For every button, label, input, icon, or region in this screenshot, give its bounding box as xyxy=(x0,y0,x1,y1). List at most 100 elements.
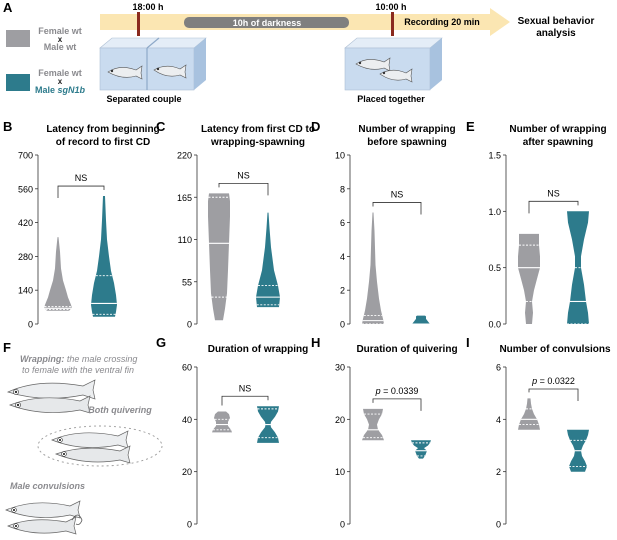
legend-swatch-wt xyxy=(6,30,30,47)
panel-letter-i: I xyxy=(466,335,470,350)
y-tick-label-d: 10 xyxy=(335,151,345,161)
y-tick-label-c: 165 xyxy=(177,193,192,203)
panel-letter-h: H xyxy=(311,335,320,350)
significance-label-e: NS xyxy=(547,188,560,198)
fish-icon xyxy=(107,64,187,80)
violin-e-sgN1b xyxy=(567,211,589,324)
y-tick-label-d: 8 xyxy=(340,184,345,194)
panel-letter-f: F xyxy=(3,340,11,355)
chart-title-c: Latency from first CD to xyxy=(201,124,315,135)
violin-h-wt xyxy=(362,408,384,441)
y-tick-label-e: 1.0 xyxy=(488,207,501,217)
y-tick-label-b: 0 xyxy=(28,320,33,330)
convulsions-caption: Male convulsions xyxy=(10,481,85,491)
y-tick-label-d: 6 xyxy=(340,218,345,228)
y-tick-label-i: 0 xyxy=(496,520,501,530)
wrapping-fish-icon xyxy=(7,379,96,414)
violin-c-wt xyxy=(208,193,230,321)
chart-title-c: wrapping-spawning xyxy=(210,137,305,148)
legend-mut-bottom: Male sgN1b xyxy=(35,85,86,95)
marker-18h xyxy=(137,12,140,36)
y-tick-label-g: 0 xyxy=(187,520,192,530)
separated-label: Separated couple xyxy=(106,94,181,104)
fish-pair-icon xyxy=(355,57,413,83)
legend-mut-top: Female wt xyxy=(38,68,82,78)
chart-title-i: Number of convulsions xyxy=(499,344,611,355)
chart-title-b: of record to first CD xyxy=(56,137,150,148)
y-tick-label-e: 0.5 xyxy=(488,263,501,273)
panel-i: I Number of convulsions 0 2 4 6 p = 0.0322 xyxy=(466,335,611,530)
y-tick-label-d: 0 xyxy=(340,320,345,330)
y-tick-label-h: 10 xyxy=(335,467,345,477)
y-tick-label-h: 20 xyxy=(335,415,345,425)
significance-bracket-g xyxy=(221,395,269,406)
together-label: Placed together xyxy=(357,94,425,104)
time-18h: 18:00 h xyxy=(132,2,163,12)
panel-c: C Latency from first CD to wrapping-spawni… xyxy=(156,119,315,330)
y-tick-label-i: 6 xyxy=(496,363,501,373)
quivering-caption: Both quivering xyxy=(88,405,152,415)
significance-bracket-d xyxy=(372,202,422,215)
quivering-fish-icon xyxy=(37,425,163,467)
violin-e-wt xyxy=(518,233,540,324)
panel-letter-d: D xyxy=(311,119,320,134)
panel-b: B Latency from beginning of record to firs… xyxy=(3,119,160,330)
y-tick-label-b: 700 xyxy=(18,151,33,161)
violin-b-wt xyxy=(44,237,72,311)
chart-title-b: Latency from beginning xyxy=(46,124,159,135)
violin-i-wt xyxy=(518,398,540,430)
significance-label-i: p = 0.0322 xyxy=(531,376,575,386)
panel-letter-a: A xyxy=(3,0,13,15)
panel-letter-g: G xyxy=(156,335,166,350)
y-tick-label-d: 2 xyxy=(340,286,345,296)
tank-together xyxy=(344,37,443,91)
legend-wt-top: Female wt xyxy=(38,26,82,36)
significance-bracket-i xyxy=(528,388,579,401)
panel-f: F Wrapping: the male crossing to female … xyxy=(3,340,163,535)
legend-mut-x: x xyxy=(58,77,63,86)
chart-title-h: Duration of quivering xyxy=(356,344,457,355)
darkness-bar xyxy=(184,17,349,28)
chart-title-d: before spawning xyxy=(367,137,446,148)
y-tick-label-b: 140 xyxy=(18,286,33,296)
y-tick-label-h: 30 xyxy=(335,363,345,373)
y-tick-label-h: 0 xyxy=(340,520,345,530)
wrapping-caption-1: Wrapping: the male crossing xyxy=(20,354,137,364)
y-tick-label-g: 20 xyxy=(182,467,192,477)
significance-label-b: NS xyxy=(75,173,88,183)
y-tick-label-d: 4 xyxy=(340,252,345,262)
darkness-label: 10h of darkness xyxy=(233,18,302,28)
violin-c-sgN1b xyxy=(256,212,280,308)
marker-10h xyxy=(391,12,394,36)
panel-letter-b: B xyxy=(3,119,12,134)
significance-label-g: NS xyxy=(239,383,252,393)
panel-a: A Female wt x Male wt Female wt x Male s… xyxy=(3,0,594,104)
panel-d: D Number of wrapping before spawning 0 2 4 6 8 1… xyxy=(311,119,456,330)
panel-letter-c: C xyxy=(156,119,166,134)
y-tick-label-b: 560 xyxy=(18,184,33,194)
chart-title-g: Duration of wrapping xyxy=(208,344,309,355)
y-tick-label-c: 0 xyxy=(187,320,192,330)
analysis-label-1: Sexual behavior xyxy=(518,16,595,27)
y-tick-label-i: 2 xyxy=(496,467,501,477)
chart-title-e: Number of wrapping xyxy=(509,124,606,135)
significance-label-d: NS xyxy=(391,189,404,199)
violin-h-sgN1b xyxy=(411,440,431,459)
chart-title-d: Number of wrapping xyxy=(358,124,455,135)
recording-label: Recording 20 min xyxy=(404,17,480,27)
time-10h: 10:00 h xyxy=(375,2,406,12)
significance-label-c: NS xyxy=(237,170,250,180)
significance-bracket-b xyxy=(57,185,105,199)
significance-bracket-e xyxy=(528,200,579,214)
chart-title-e: after spawning xyxy=(523,137,594,148)
violin-b-sgN1b xyxy=(91,196,117,317)
y-tick-label-b: 280 xyxy=(18,252,33,262)
violin-d-wt xyxy=(362,212,384,324)
y-tick-label-g: 60 xyxy=(182,363,192,373)
y-tick-label-c: 55 xyxy=(182,277,192,287)
legend-wt-x: x xyxy=(58,35,63,44)
y-tick-label-i: 4 xyxy=(496,415,501,425)
